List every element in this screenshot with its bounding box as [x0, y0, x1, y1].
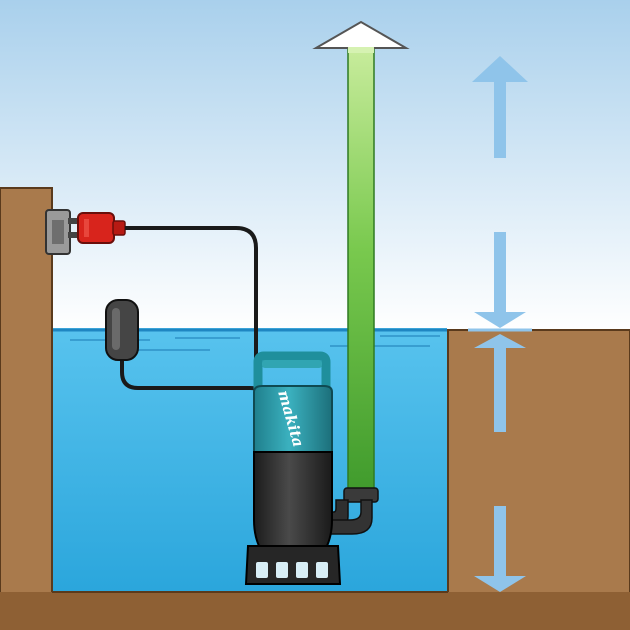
pump-intake-slots: [256, 562, 328, 578]
pump-motor-housing: [253, 451, 333, 549]
right-soil-bank: [447, 329, 630, 630]
float-switch-icon: [105, 299, 139, 361]
left-soil-wall: [0, 187, 53, 630]
pump-handle: [253, 351, 331, 392]
submersible-pump: makita: [244, 351, 342, 585]
power-plug-icon: [68, 212, 126, 244]
wall-socket: [45, 209, 71, 255]
level-range-arrow-icon: [468, 232, 532, 592]
sky-background: [0, 0, 630, 330]
level-up-arrow-icon: [472, 56, 528, 158]
pump-upper-body: [253, 385, 333, 453]
pit-floor: [0, 592, 630, 630]
